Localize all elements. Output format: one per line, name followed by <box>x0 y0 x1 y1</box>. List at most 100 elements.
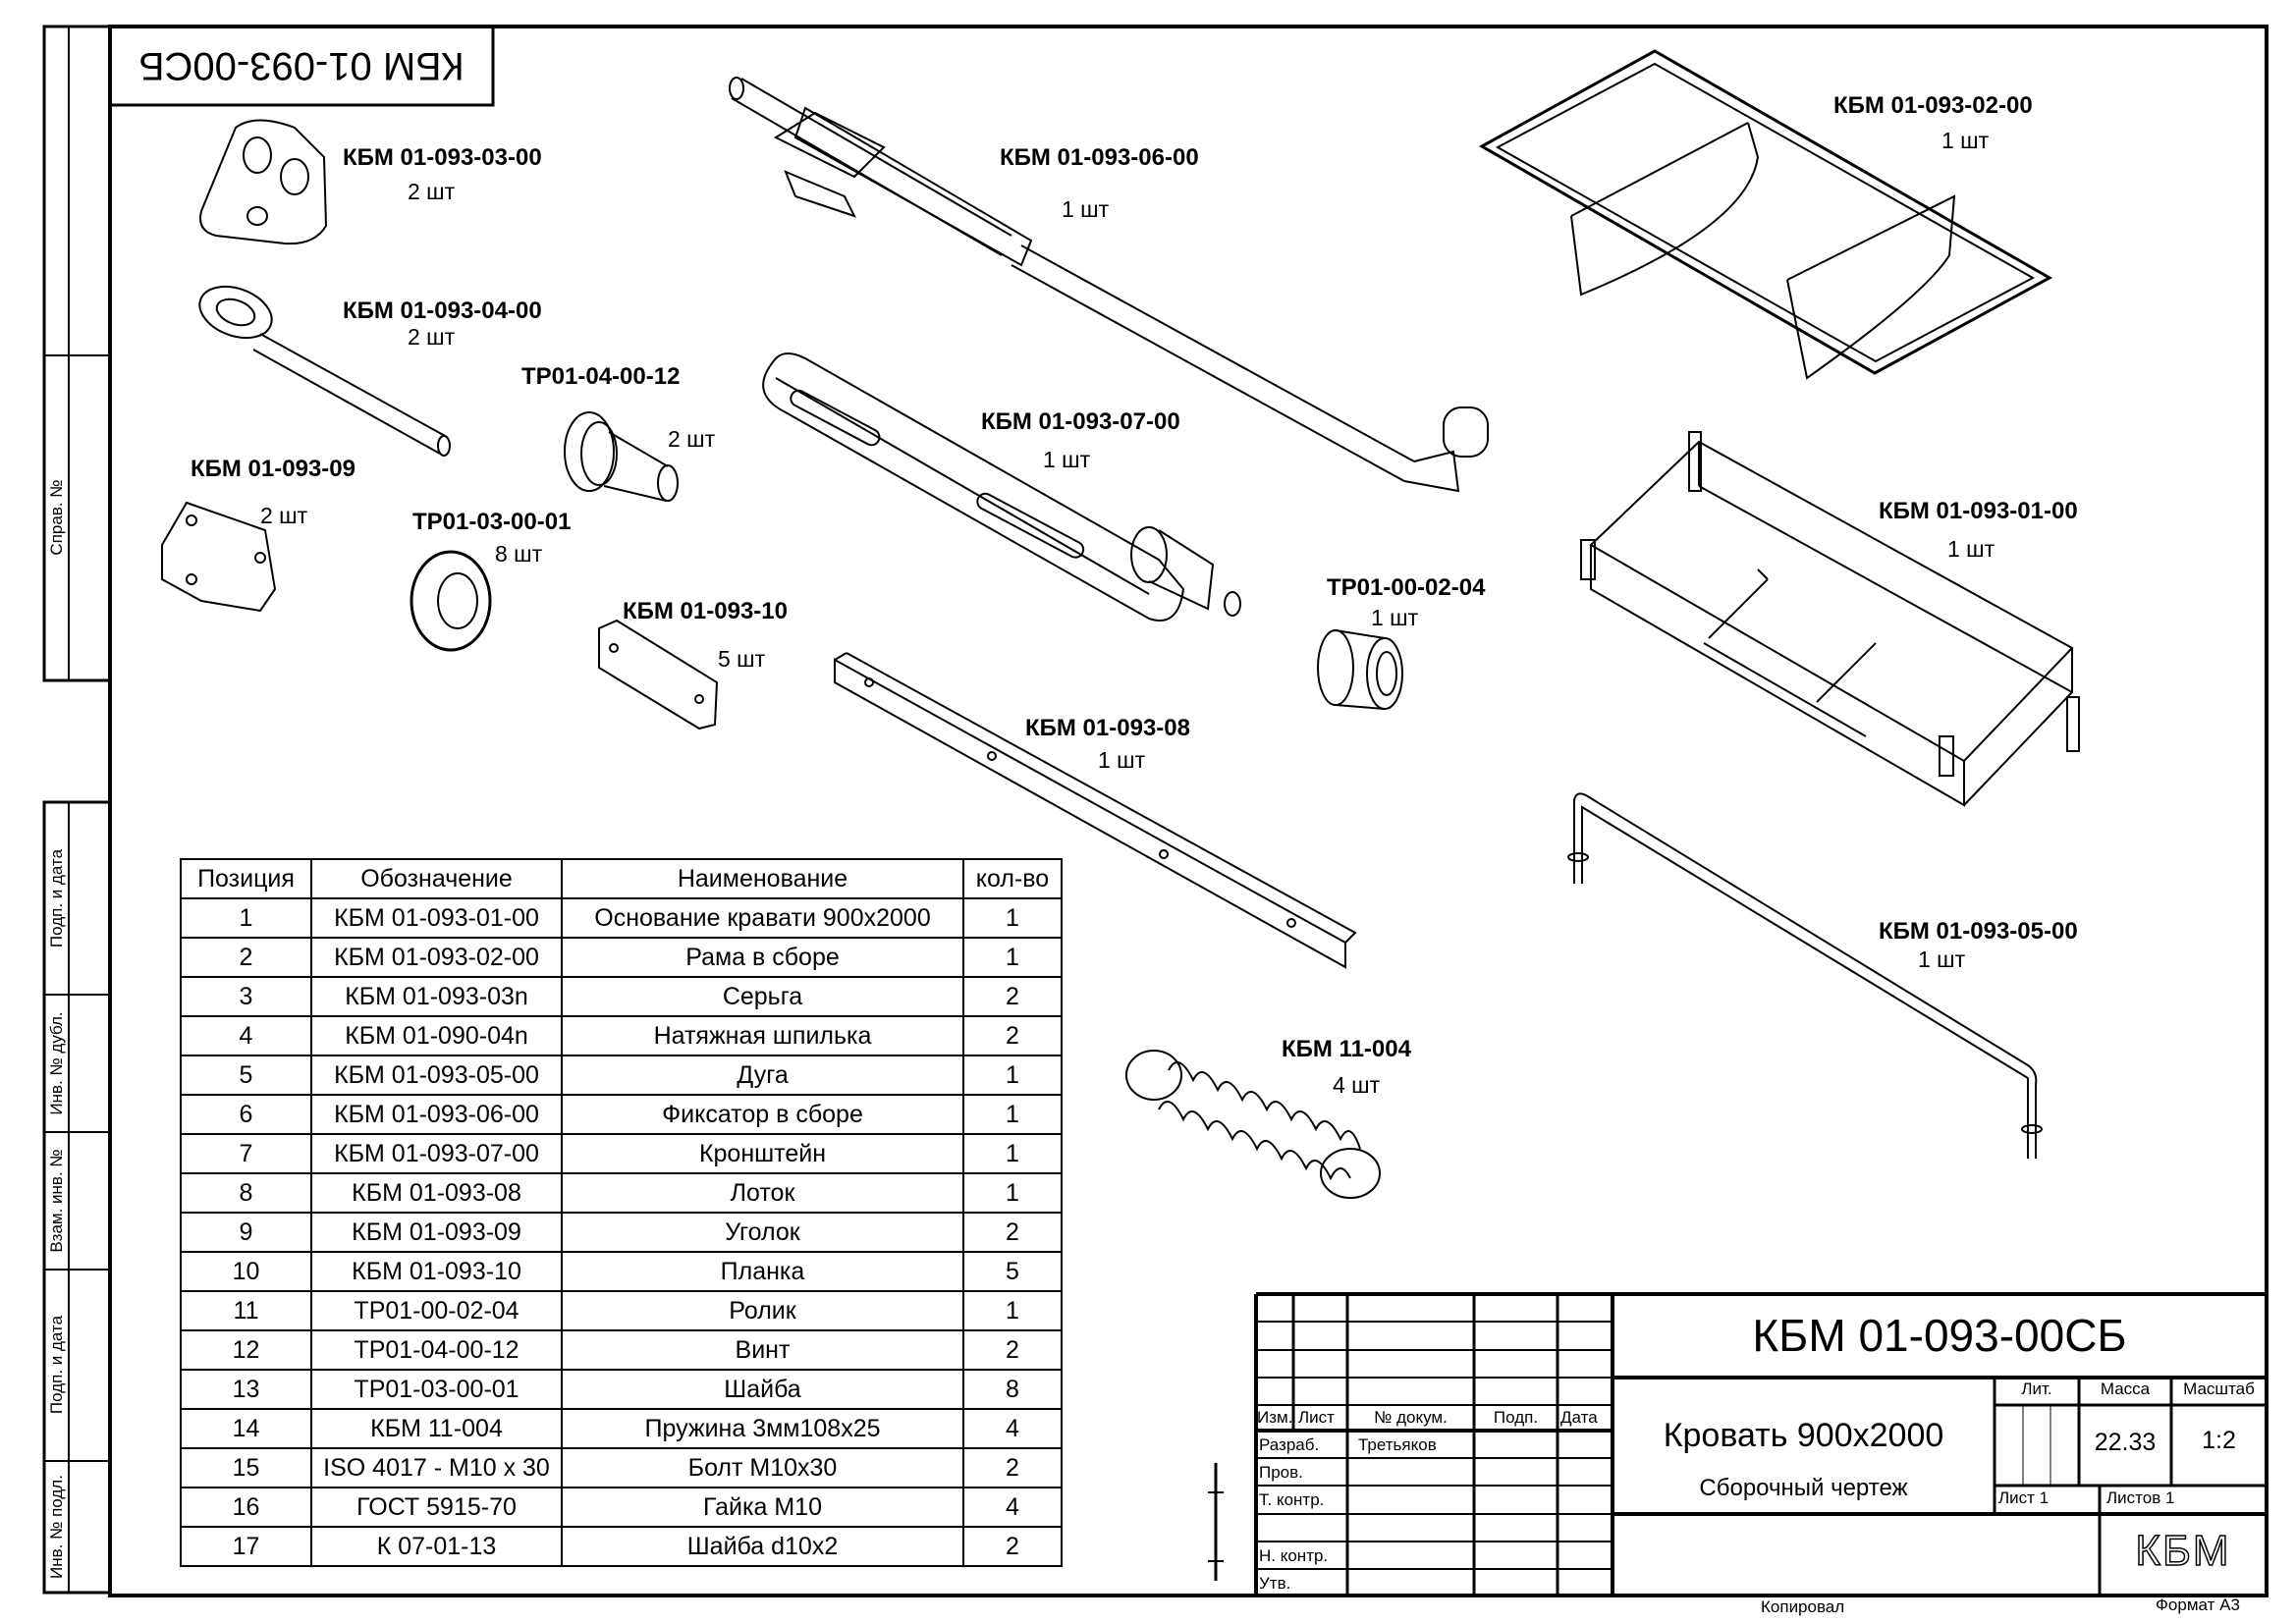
part-qty: 1 шт <box>1947 536 1995 562</box>
cell-qty: 1 <box>962 937 1063 978</box>
cell-name: Пружина 3мм108x25 <box>561 1408 964 1449</box>
cell-name: Рама в сборе <box>561 937 964 978</box>
lit-label: Лит. <box>2021 1380 2052 1398</box>
cell-name: Шайба <box>561 1369 964 1410</box>
mass-label: Масса <box>2100 1380 2151 1398</box>
sheets-total: Листов 1 <box>2106 1488 2175 1507</box>
cell-designation: КБМ 01-093-08 <box>310 1172 563 1214</box>
cell-position: 13 <box>180 1369 312 1410</box>
part-qty: 1 шт <box>1098 747 1146 773</box>
header-position: Позиция <box>180 858 312 899</box>
cell-qty: 2 <box>962 1447 1063 1488</box>
sheet-number: Лист 1 <box>1998 1488 2050 1507</box>
sheet-frame <box>42 25 2269 1597</box>
cell-qty: 2 <box>962 1015 1063 1056</box>
cell-designation: КБМ 01-093-09 <box>310 1212 563 1253</box>
part-label: КБМ 01-093-01-00 <box>1879 498 2078 524</box>
cell-name: Уголок <box>561 1212 964 1253</box>
format-label: Формат А3 <box>2156 1596 2240 1614</box>
stamp-sprav-no: Справ. № <box>47 479 66 556</box>
rotated-drawing-code: КБМ 01-093-00СБ <box>138 44 465 88</box>
cell-position: 11 <box>180 1290 312 1331</box>
part-label: ТР01-04-00-12 <box>521 363 681 390</box>
cell-qty: 8 <box>962 1369 1063 1410</box>
role-norm-control: Н. контр. <box>1259 1546 1329 1565</box>
cell-designation: ТР01-04-00-12 <box>310 1329 563 1371</box>
cell-name: Дуга <box>561 1055 964 1096</box>
part-serga-drawing <box>199 119 328 245</box>
part-label: КБМ 01-093-09 <box>191 456 355 482</box>
scale-label: Масштаб <box>2183 1380 2255 1398</box>
company-logo: КБМ <box>2135 1526 2231 1576</box>
cell-name: Гайка M10 <box>561 1487 964 1528</box>
cell-position: 17 <box>180 1526 312 1567</box>
part-base-drawing <box>1580 431 2080 807</box>
part-washer-drawing <box>410 550 492 652</box>
part-label: КБМ 01-093-08 <box>1025 715 1190 741</box>
cell-qty: 1 <box>962 1172 1063 1214</box>
cell-qty: 1 <box>962 1055 1063 1096</box>
header-designation: Обозначение <box>310 858 563 899</box>
cell-name: Натяжная шпилька <box>561 1015 964 1056</box>
cell-position: 4 <box>180 1015 312 1056</box>
part-qty: 2 шт <box>260 503 308 528</box>
stamp-inv-podl: Инв. № подл. <box>47 1475 66 1579</box>
part-qty: 4 шт <box>1333 1072 1381 1098</box>
cell-position: 5 <box>180 1055 312 1096</box>
cell-designation: К 07-01-13 <box>310 1526 563 1567</box>
cell-name: Планка <box>561 1251 964 1292</box>
cell-designation: КБМ 11-004 <box>310 1408 563 1449</box>
cell-position: 15 <box>180 1447 312 1488</box>
stamp-podp-data: Подп. и дата <box>47 848 66 948</box>
cell-name: Шайба d10x2 <box>561 1526 964 1567</box>
cell-position: 3 <box>180 976 312 1017</box>
cell-name: Болт M10x30 <box>561 1447 964 1488</box>
role-tech-control: Т. контр. <box>1259 1490 1325 1509</box>
part-label: КБМ 01-093-05-00 <box>1879 918 2078 945</box>
part-label: КБМ 01-093-02-00 <box>1833 92 2033 119</box>
cell-position: 10 <box>180 1251 312 1292</box>
part-qty: 1 шт <box>1941 128 1990 153</box>
mass-value: 22.33 <box>2094 1429 2157 1456</box>
part-tension-stud-drawing <box>198 285 451 457</box>
header-name: Наименование <box>561 858 964 899</box>
doc-type: Сборочный чертеж <box>1699 1475 1908 1501</box>
cell-name: Основание кравати 900x2000 <box>561 897 964 939</box>
cell-qty: 2 <box>962 1526 1063 1567</box>
cell-qty: 4 <box>962 1487 1063 1528</box>
cell-designation: КБМ 01-093-03n <box>310 976 563 1017</box>
cell-name: Лоток <box>561 1172 964 1214</box>
cell-designation: КБМ 01-093-01-00 <box>310 897 563 939</box>
cell-name: Ролик <box>561 1290 964 1331</box>
part-qty: 8 шт <box>495 541 543 567</box>
cell-designation: КБМ 01-093-02-00 <box>310 937 563 978</box>
stamp-vzam-inv: Взам. инв. № <box>47 1149 66 1253</box>
cell-qty: 4 <box>962 1408 1063 1449</box>
part-plate-drawing <box>598 619 719 730</box>
col-izm: Изм. <box>1257 1408 1293 1427</box>
cell-position: 12 <box>180 1329 312 1371</box>
cell-name: Винт <box>561 1329 964 1371</box>
cell-position: 2 <box>180 937 312 978</box>
cell-position: 7 <box>180 1133 312 1174</box>
part-qty: 1 шт <box>1918 947 1966 972</box>
cell-qty: 1 <box>962 897 1063 939</box>
developer-name: Третьяков <box>1358 1435 1437 1454</box>
part-corner-drawing <box>161 501 277 613</box>
part-frame-drawing <box>1478 49 2053 380</box>
stamp-podp-data-2: Подп. и дата <box>47 1315 66 1415</box>
cell-name: Кронштейн <box>561 1133 964 1174</box>
cell-designation: ISO 4017 - M10 x 30 <box>310 1447 563 1488</box>
scale-value: 1:2 <box>2202 1427 2236 1454</box>
title-block-grid <box>1208 1292 2267 1596</box>
